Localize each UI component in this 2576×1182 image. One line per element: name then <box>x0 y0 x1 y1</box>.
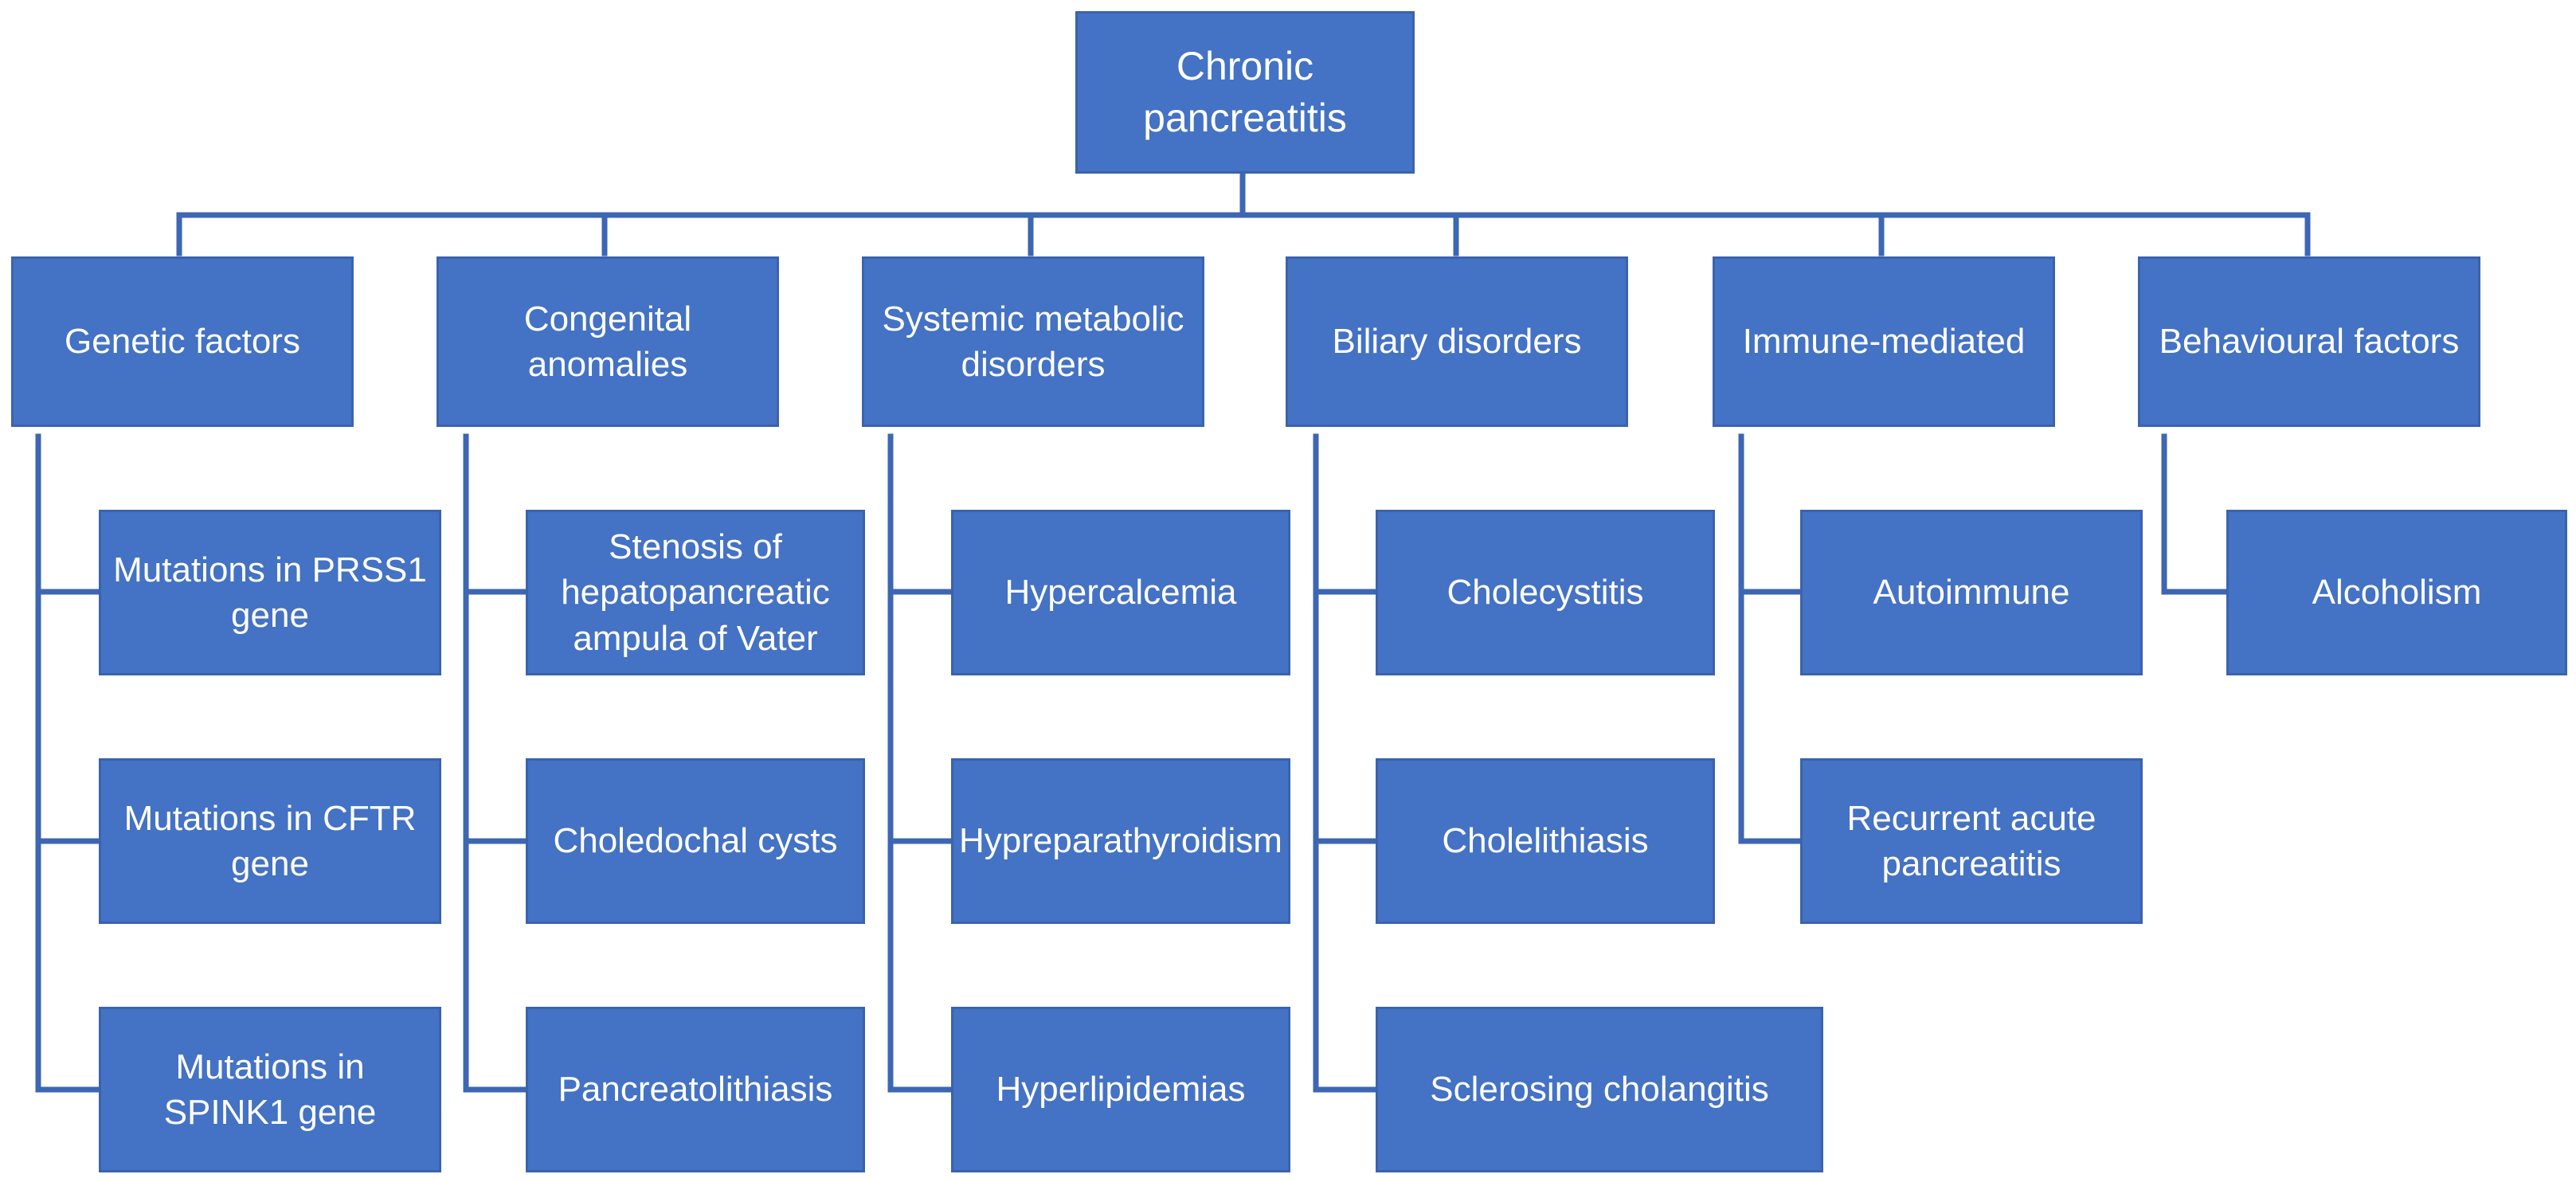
item-label: Choledochal cysts <box>553 821 838 861</box>
item-label: Mutations in SPINK1 gene <box>163 1047 377 1132</box>
item-label: Cholecystitis <box>1447 573 1644 613</box>
item-immune-1: Autoimmune <box>1800 510 2143 675</box>
item-biliary-2: Cholelithiasis <box>1376 758 1715 924</box>
item-systemic-1: Hypercalcemia <box>951 510 1290 675</box>
root-node: Chronic pancreatitis <box>1075 11 1415 174</box>
item-label: Hypreparathyroidism <box>959 821 1282 861</box>
item-label: Recurrent acute pancreatitis <box>1846 798 2096 883</box>
item-label: Hypercalcemia <box>1004 573 1237 613</box>
item-biliary-1: Cholecystitis <box>1376 510 1715 675</box>
item-label: Stenosis of hepatopancreatic ampula of V… <box>561 527 830 658</box>
item-label: Pancreatolithiasis <box>558 1070 833 1110</box>
item-label: Mutations in CFTR gene <box>123 798 417 883</box>
item-behavioural-1: Alcoholism <box>2226 510 2567 675</box>
item-systemic-3: Hyperlipidemias <box>951 1007 1290 1172</box>
item-immune-2: Recurrent acute pancreatitis <box>1800 758 2143 924</box>
item-genetic-1: Mutations in PRSS1 gene <box>99 510 441 675</box>
item-biliary-3: Sclerosing cholangitis <box>1376 1007 1823 1172</box>
item-genetic-3: Mutations in SPINK1 gene <box>99 1007 441 1172</box>
item-label: Alcoholism <box>2312 573 2482 613</box>
item-label: Sclerosing cholangitis <box>1430 1070 1769 1110</box>
item-label: Autoimmune <box>1873 573 2070 613</box>
category-label: Immune-mediated <box>1742 322 2026 362</box>
category-label: Systemic metabolic disorders <box>882 299 1184 384</box>
category-immune-mediated: Immune-mediated <box>1713 256 2055 427</box>
category-label: Biliary disorders <box>1332 322 1582 362</box>
category-biliary-disorders: Biliary disorders <box>1286 256 1628 427</box>
item-congenital-2: Choledochal cysts <box>526 758 865 924</box>
item-label: Hyperlipidemias <box>996 1070 1246 1110</box>
category-label: Genetic factors <box>65 322 300 362</box>
item-congenital-3: Pancreatolithiasis <box>526 1007 865 1172</box>
category-behavioural-factors: Behavioural factors <box>2138 256 2480 427</box>
category-label: Behavioural factors <box>2159 322 2460 362</box>
category-label: Congenital anomalies <box>523 299 692 384</box>
item-label: Mutations in PRSS1 gene <box>113 550 427 635</box>
item-genetic-2: Mutations in CFTR gene <box>99 758 441 924</box>
item-systemic-2: Hypreparathyroidism <box>951 758 1290 924</box>
category-systemic-metabolic-disorders: Systemic metabolic disorders <box>862 256 1204 427</box>
item-label: Cholelithiasis <box>1442 821 1649 861</box>
root-label: Chronic pancreatitis <box>1143 44 1347 140</box>
category-genetic-factors: Genetic factors <box>11 256 354 427</box>
category-congenital-anomalies: Congenital anomalies <box>437 256 779 427</box>
item-congenital-1: Stenosis of hepatopancreatic ampula of V… <box>526 510 865 675</box>
